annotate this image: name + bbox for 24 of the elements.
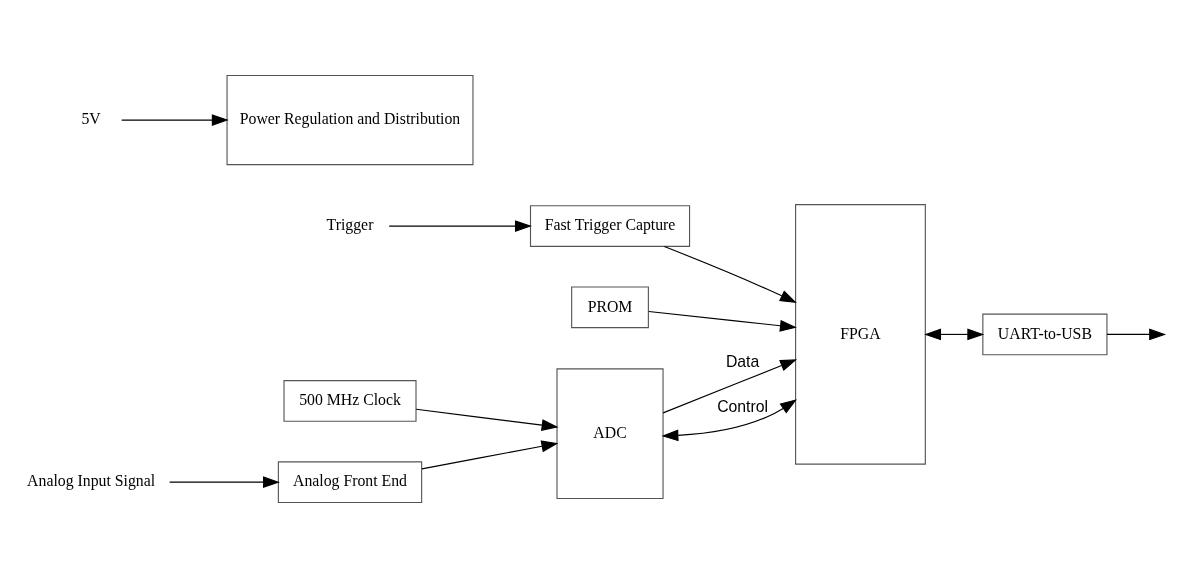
node-box: UART-to-USB: [982, 313, 1108, 355]
arrow: [415, 408, 559, 431]
arrow: [662, 358, 798, 413]
arrow: [169, 475, 280, 488]
node-box: 500 MHz Clock: [283, 379, 417, 422]
node-box: Power Regulation and Distribution: [226, 74, 474, 165]
node-box: Analog Front End: [277, 460, 423, 503]
arrow: [421, 440, 559, 469]
arrow: [661, 398, 797, 441]
node-text: 5V: [81, 109, 101, 127]
node-box: Fast Trigger Capture: [529, 204, 691, 247]
edge-label: Data: [725, 352, 760, 370]
node-box: PROM: [571, 285, 649, 328]
arrow: [121, 113, 229, 126]
arrow: [388, 219, 532, 232]
node-text: Analog Input Signal: [27, 471, 156, 489]
arrow: [1106, 327, 1167, 340]
edge-label: Control: [717, 397, 769, 415]
node-text: Trigger: [326, 215, 374, 233]
node-box: FPGA: [795, 203, 926, 465]
arrow: [663, 245, 797, 303]
arrow: [648, 310, 797, 332]
arrow: [924, 327, 985, 340]
node-box: ADC: [556, 367, 664, 499]
